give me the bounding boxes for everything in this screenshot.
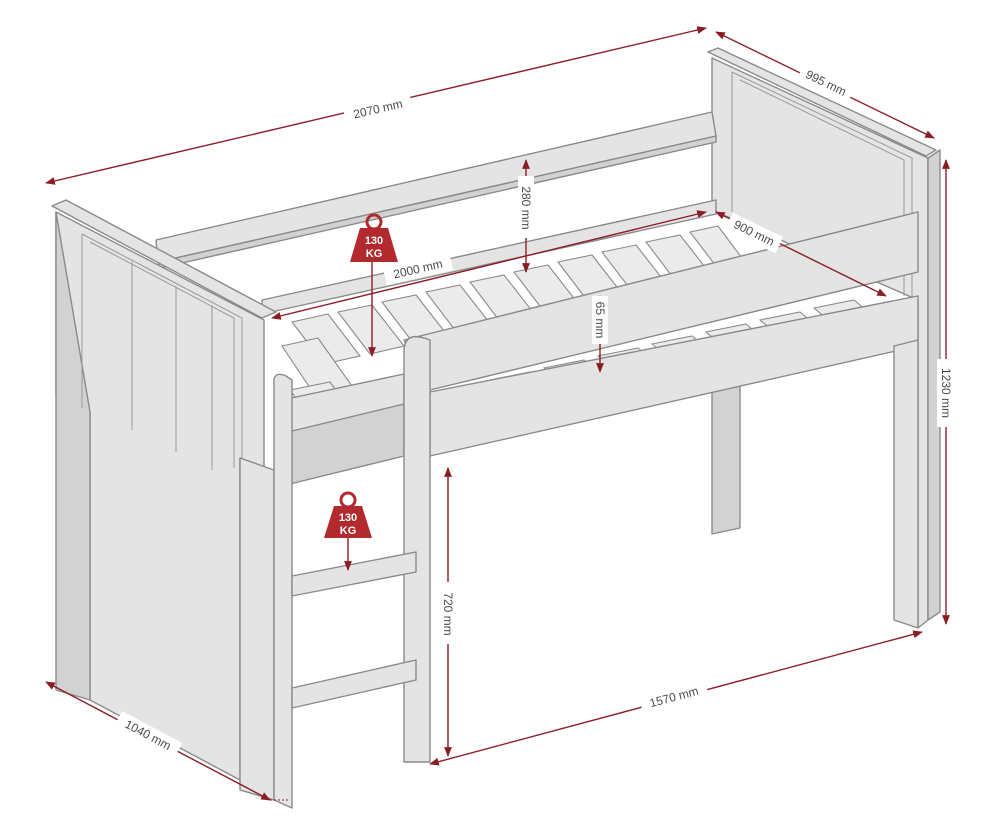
ladder	[273, 335, 431, 809]
load-badge-ladder: 130 KG	[324, 491, 372, 538]
underbed-height-label: 720 mm	[441, 592, 455, 635]
mattress-thickness-label: 65 mm	[593, 302, 607, 339]
front-right-leg	[893, 339, 919, 629]
back-guard-rail	[155, 111, 717, 263]
front-left-leg	[239, 457, 275, 801]
back-right-leg	[711, 379, 741, 535]
svg-text:130: 130	[365, 235, 383, 247]
guard-height-label: 280 mm	[519, 186, 533, 229]
total-height-label: 1230 mm	[939, 368, 953, 418]
svg-text:130: 130	[339, 512, 357, 524]
weight-icon	[350, 213, 398, 262]
svg-text:KG: KG	[366, 248, 383, 260]
bed-illustration	[51, 47, 941, 809]
svg-text:KG: KG	[340, 525, 357, 537]
left-headboard	[51, 199, 277, 781]
weight-icon	[324, 491, 372, 538]
load-badge-mattress: 130 KG	[350, 213, 398, 262]
